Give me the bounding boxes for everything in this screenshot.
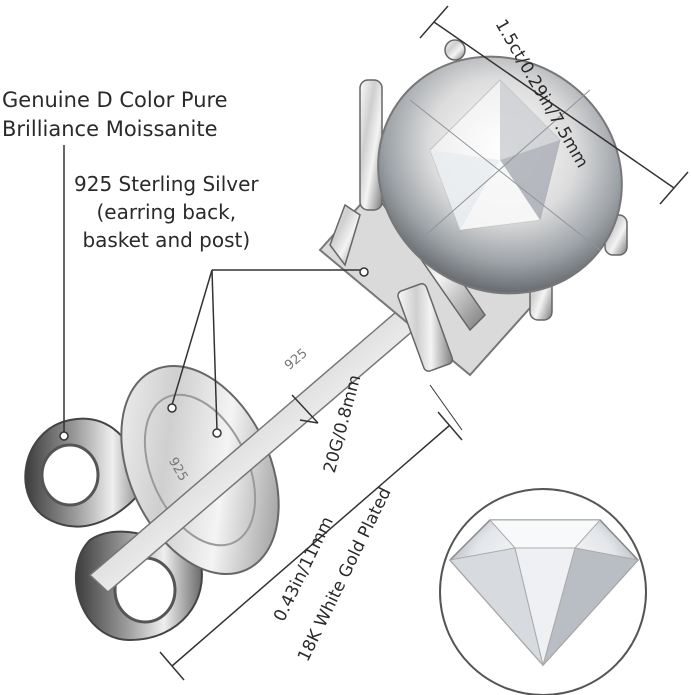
post-gauge-arrow-icon bbox=[291, 394, 319, 424]
sterling-silver-line2: (earring back, bbox=[96, 200, 237, 224]
moissanite-label: Genuine D Color Pure Brilliance Moissani… bbox=[2, 86, 228, 144]
moissanite-label-line2: Brilliance Moissanite bbox=[2, 117, 218, 141]
moissanite-stone-icon bbox=[377, 55, 623, 295]
loose-diamond-icon bbox=[439, 488, 647, 695]
sterling-silver-label: 925 Sterling Silver (earring back, baske… bbox=[74, 170, 259, 254]
callout-lines-icon bbox=[59, 145, 369, 441]
stone-size-dimension-icon bbox=[419, 5, 689, 205]
post-length-dimension-icon bbox=[159, 384, 463, 681]
sterling-silver-line1: 925 Sterling Silver bbox=[74, 172, 259, 196]
sterling-silver-line3: basket and post) bbox=[82, 228, 251, 252]
earring-back-icon bbox=[24, 365, 280, 642]
moissanite-label-line1: Genuine D Color Pure bbox=[2, 88, 228, 112]
